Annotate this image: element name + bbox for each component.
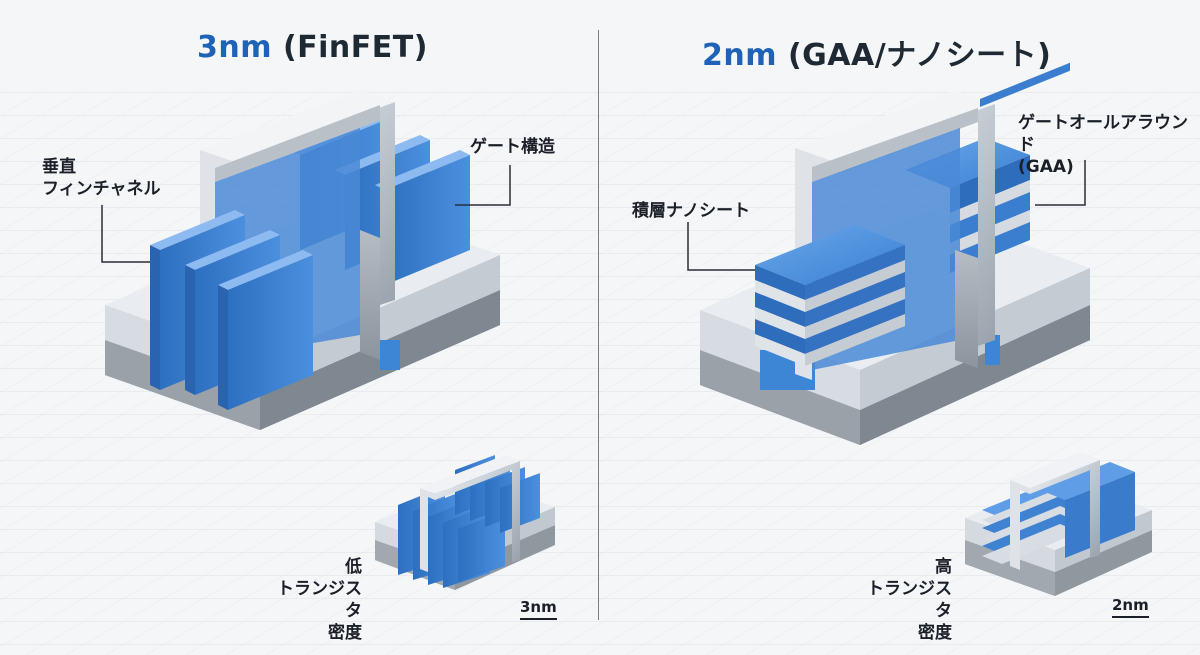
label-vertical-fin-channel: 垂直 フィンチャネル: [42, 157, 161, 199]
title-3nm-finfet: 3nm (FinFET): [197, 30, 428, 65]
leader-line-gate: [455, 165, 511, 206]
label-low-transistor-density: 低 トランジスタ 密度: [277, 557, 362, 643]
leader-line-gaa: [1035, 160, 1086, 206]
title-node-2nm: 2nm: [702, 38, 777, 73]
scale-2nm-text: 2nm: [1112, 596, 1149, 614]
label-stacked-nanosheet: 積層ナノシート: [632, 201, 751, 221]
scale-3nm-bar: [520, 618, 557, 620]
scale-3nm-text: 3nm: [520, 598, 557, 616]
label-gate-all-around: ゲートオールアラウンド (GAA): [1018, 113, 1188, 177]
scale-2nm-bar: [1112, 616, 1149, 618]
leader-line-channel: [101, 205, 150, 263]
gaa-small-device: [965, 62, 1152, 596]
title-node-3nm: 3nm: [197, 30, 272, 65]
finfet-small-device: [375, 455, 555, 590]
title-finfet-suffix: (FinFET): [272, 30, 428, 65]
scale-2nm: 2nm: [1112, 596, 1149, 618]
title-gaa-suffix: (GAA/ナノシート): [777, 38, 1052, 73]
panel-divider: [598, 30, 599, 620]
label-gate-structure: ゲート構造: [470, 137, 555, 157]
gaa-large-device: [700, 90, 1090, 445]
label-high-transistor-density: 高 トランジスタ 密度: [867, 557, 952, 643]
finfet-large-device: [105, 90, 500, 430]
title-2nm-gaa: 2nm (GAA/ナノシート): [702, 30, 1051, 74]
scale-3nm: 3nm: [520, 598, 557, 620]
leader-line-stack: [687, 222, 755, 271]
